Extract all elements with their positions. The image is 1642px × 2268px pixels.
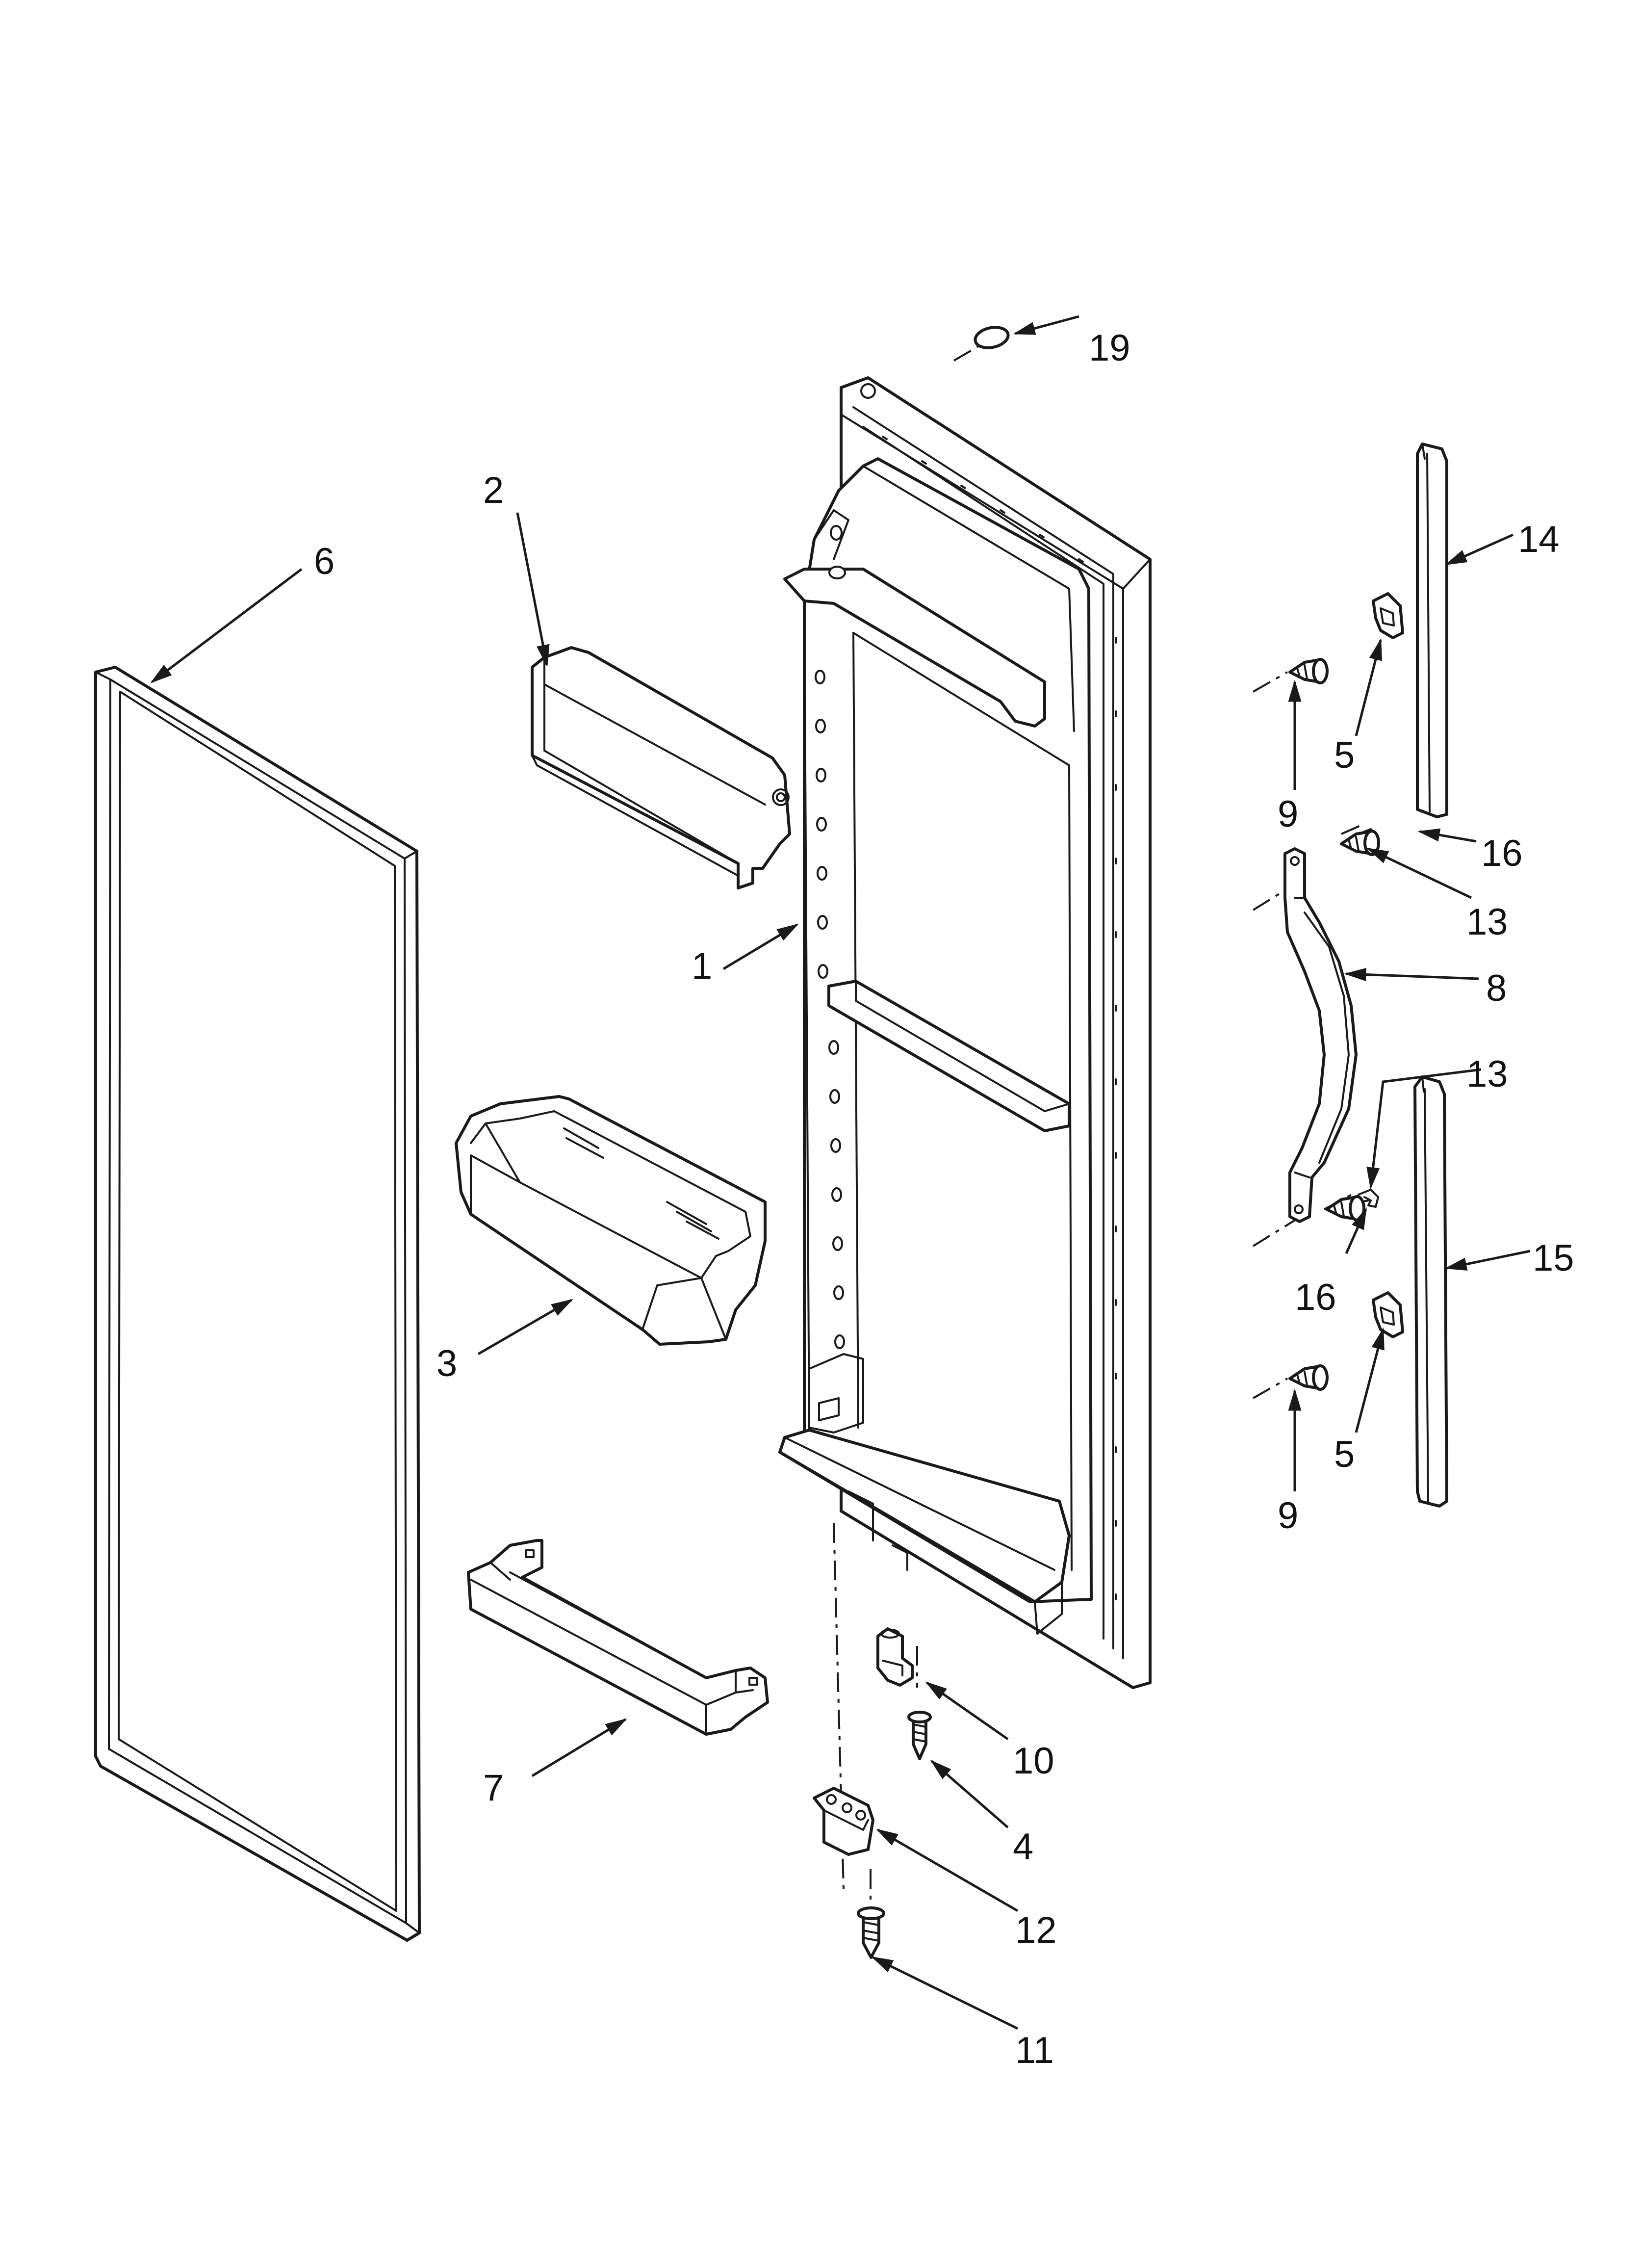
callout-3: 3 [436,1343,457,1384]
hinge-bracket-screw [857,1906,885,1959]
callout-19: 19 [1089,327,1130,369]
callout-7: 7 [483,1767,504,1809]
door-assembly [778,376,1152,1689]
hinge-screw [907,1711,932,1760]
hinge-bracket [813,1787,874,1856]
callout-14: 14 [1518,519,1560,560]
callout-15: 15 [1533,1237,1574,1279]
trim-clip-upper [1372,592,1404,639]
handle-screw-upper [1288,658,1329,684]
callout-13-lower: 13 [1466,1053,1508,1095]
handle-mount-screw-lower [1325,1195,1365,1222]
callout-16-lower: 16 [1295,1277,1336,1318]
door-gasket [94,666,421,1942]
callout-13-upper: 13 [1466,901,1508,943]
leader-lines [150,315,1531,2030]
callout-8: 8 [1486,967,1507,1009]
callout-5-upper: 5 [1334,734,1355,776]
callout-11: 11 [1015,2030,1054,2071]
callout-10: 10 [1013,1740,1054,1782]
callout-16-upper: 16 [1481,833,1523,874]
handle-trim-upper [1416,443,1448,818]
callout-6: 6 [314,541,334,582]
door-handle [1283,847,1358,1223]
door-bin [455,1095,767,1346]
callout-1: 1 [692,945,712,987]
handle-trim-lower [1413,1075,1448,1508]
dairy-door [531,646,791,889]
hinge-pin [876,1627,914,1687]
callout-9-upper: 9 [1278,793,1298,835]
callout-9-lower: 9 [1278,1495,1298,1537]
trim-clip-lower [1372,1291,1404,1338]
callout-labels: 19 2 6 1 3 7 10 4 12 11 14 5 9 16 13 8 1… [314,327,1574,2071]
callout-5-lower: 5 [1334,1434,1355,1475]
callout-4: 4 [1013,1826,1033,1868]
door-plug [953,326,1010,362]
callout-2: 2 [483,469,504,511]
callout-12: 12 [1015,1909,1057,1951]
lower-door-shelf [467,1539,769,1736]
handle-screw-lower [1288,1364,1329,1391]
